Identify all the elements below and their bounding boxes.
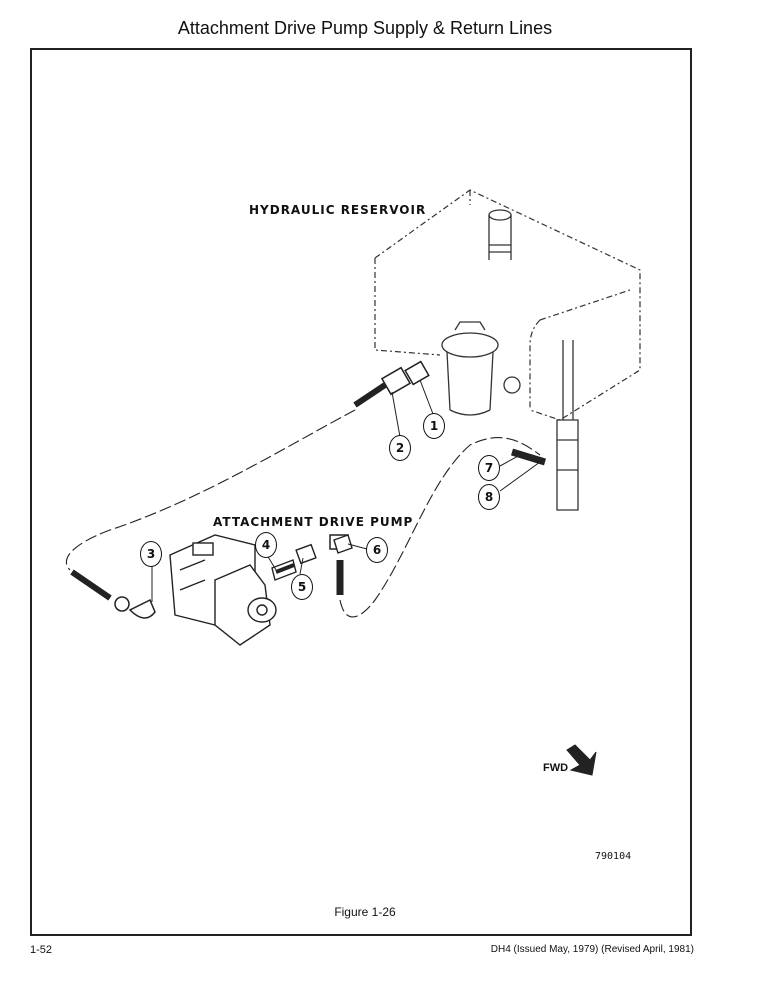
supply-hose	[65, 360, 430, 619]
figure-frame	[30, 48, 692, 936]
callout-4: 4	[255, 532, 277, 558]
callout-3: 3	[140, 541, 162, 567]
reservoir-filler-neck	[488, 209, 512, 260]
reservoir-tank	[374, 189, 641, 421]
callout-2: 2	[389, 435, 411, 461]
filter-canister	[441, 321, 521, 416]
return-pipe	[556, 340, 579, 511]
callout-5: 5	[291, 574, 313, 600]
fwd-label: FWD	[543, 762, 569, 774]
fwd-arrow-icon	[566, 744, 597, 776]
drive-pump	[169, 534, 277, 646]
pump-label: ATTACHMENT DRIVE PUMP	[213, 515, 414, 529]
callout-1: 1	[423, 413, 445, 439]
reservoir-label: HYDRAULIC RESERVOIR	[249, 203, 427, 217]
figure-caption: Figure 1-26	[334, 905, 396, 919]
callout-6: 6	[366, 537, 388, 563]
pump-fittings	[271, 534, 353, 581]
page-title: Attachment Drive Pump Supply & Return Li…	[177, 18, 553, 38]
document-info: DH4 (Issued May, 1979) (Revised April, 1…	[490, 944, 694, 955]
callout-7: 7	[478, 455, 500, 481]
page-number: 1-52	[30, 944, 53, 956]
callout-8: 8	[478, 484, 500, 510]
drawing-code: 790104	[595, 851, 632, 862]
